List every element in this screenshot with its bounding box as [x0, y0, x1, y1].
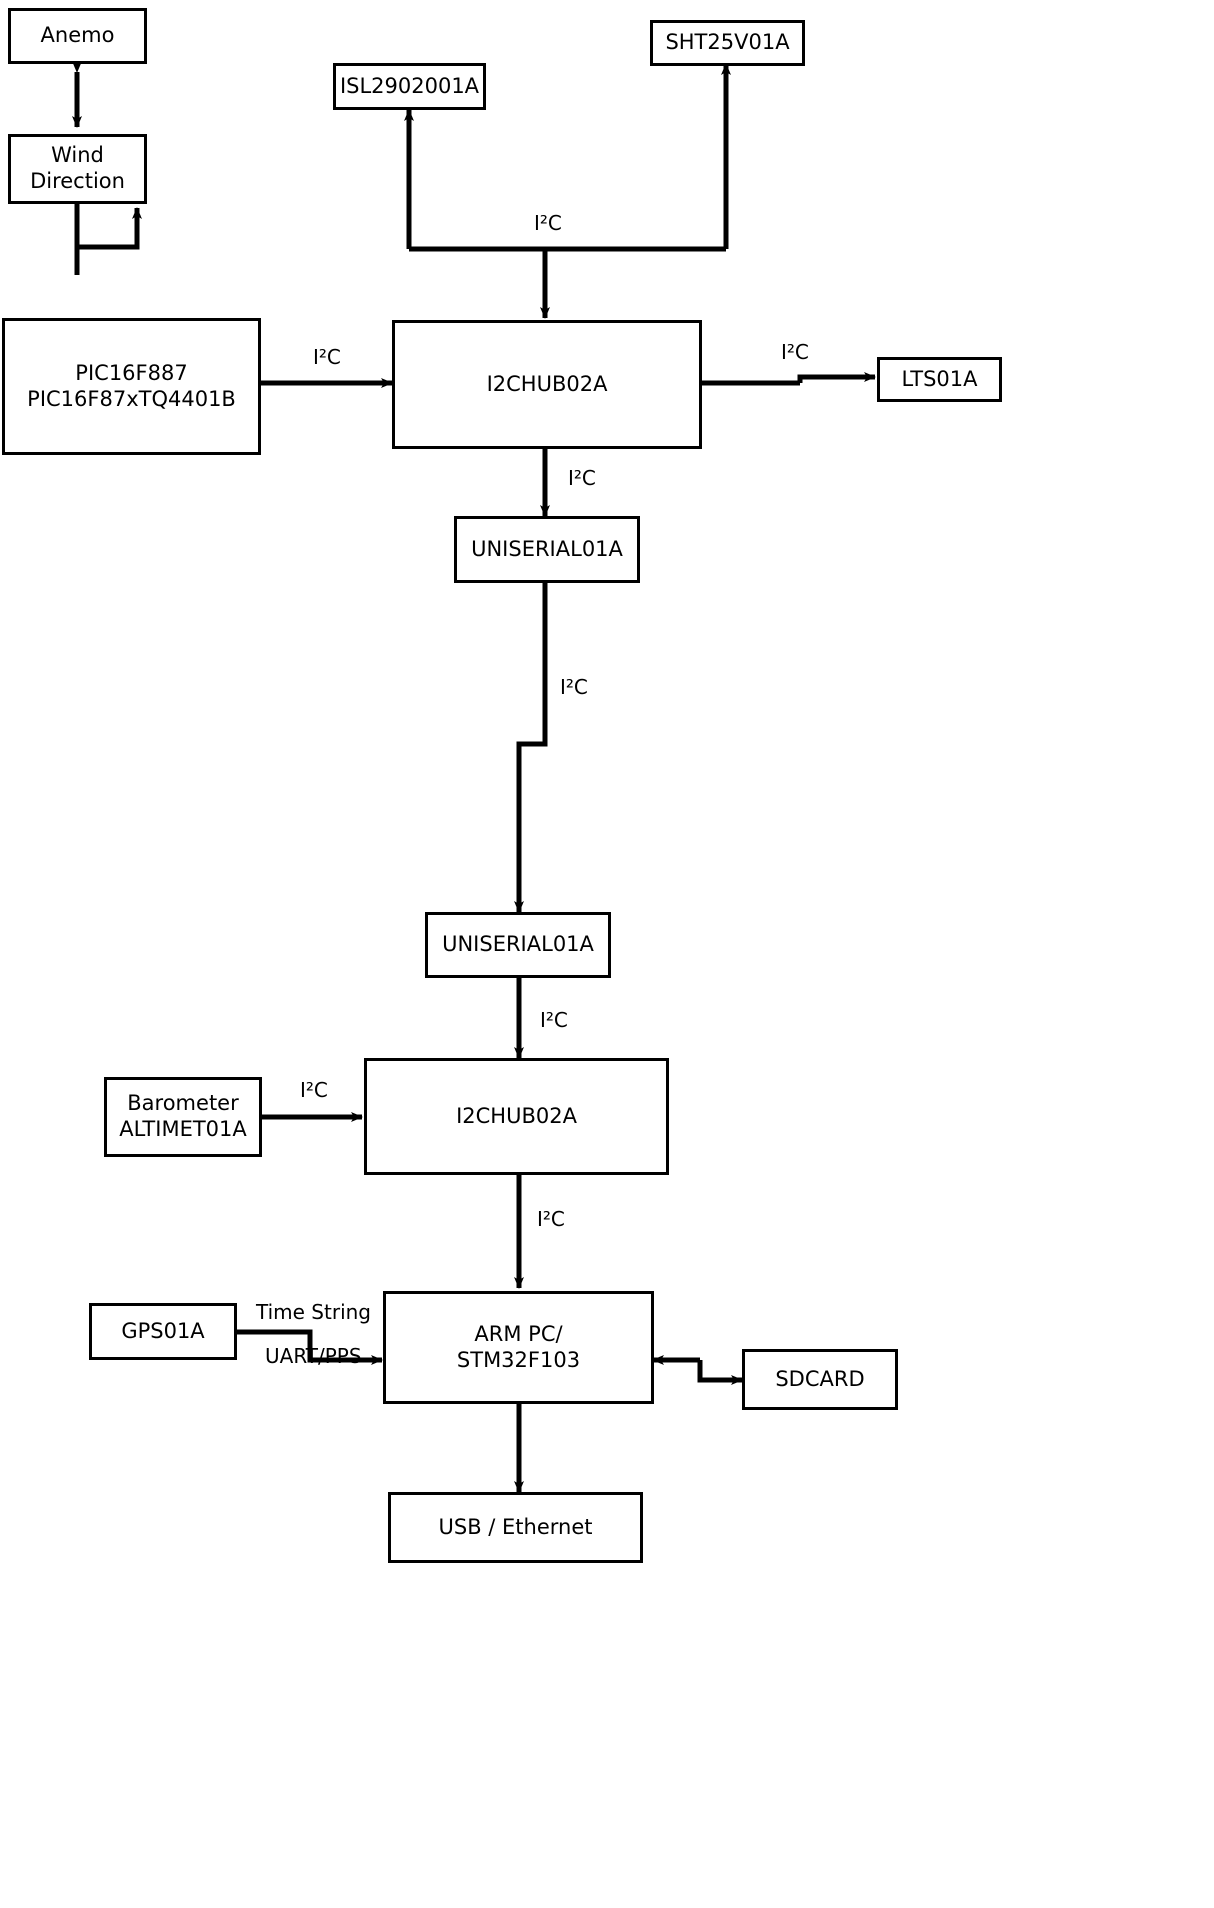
node-uniserial01a-top[interactable]: UNISERIAL01A [454, 516, 640, 583]
edge-label-pic-hub-i2c: I²C [313, 345, 341, 369]
node-gps-label: GPS01A [121, 1318, 205, 1343]
node-usb-ethernet-label: USB / Ethernet [438, 1514, 593, 1539]
node-lts01a[interactable]: LTS01A [877, 357, 1002, 402]
node-lts-label: LTS01A [901, 366, 978, 391]
node-isl-label: ISL2902001A [339, 73, 480, 98]
node-pic-label: PIC16F887 PIC16F87xTQ4401B [27, 360, 236, 411]
node-sht25v01a[interactable]: SHT25V01A [650, 20, 805, 66]
edge-label-gps-time-string: Time String [256, 1300, 371, 1324]
node-i2chub02a-bottom[interactable]: I2CHUB02A [364, 1058, 669, 1175]
wire-pic-to-wind-direction [74, 207, 143, 275]
edge-label-uniserial-link-i2c: I²C [560, 675, 588, 699]
node-uniserial-bottom-label: UNISERIAL01A [442, 932, 594, 957]
node-hub-top-label: I2CHUB02A [486, 371, 608, 396]
node-wind-direction-label: Wind Direction [30, 143, 125, 193]
node-sht-label: SHT25V01A [665, 30, 790, 55]
node-anemo[interactable]: Anemo [8, 8, 147, 64]
edge-label-hub-uniserial-i2c: I²C [568, 466, 596, 490]
edge-label-hub-arm-i2c: I²C [537, 1207, 565, 1231]
node-gps01a[interactable]: GPS01A [89, 1303, 237, 1360]
node-anemo-label: Anemo [40, 23, 115, 48]
node-uniserial-top-label: UNISERIAL01A [471, 536, 623, 561]
wire-hub-top-lts [691, 372, 876, 389]
node-arm-pc-label: ARM PC/ STM32F103 [456, 1321, 581, 1372]
wire-arm-pc-sdcard [652, 1354, 743, 1386]
node-wind-direction[interactable]: Wind Direction [8, 134, 147, 204]
edge-label-hub-lts-i2c: I²C [781, 340, 809, 364]
node-i2chub02a-top[interactable]: I2CHUB02A [392, 320, 702, 449]
node-isl2902001a[interactable]: ISL2902001A [333, 63, 486, 110]
wire-uniserial-top-to-bottom [513, 572, 550, 913]
node-barometer-altimet01a[interactable]: Barometer ALTIMET01A [104, 1077, 262, 1157]
node-arm-pc-stm32f103[interactable]: ARM PC/ STM32F103 [383, 1291, 654, 1404]
node-pic-microcontroller[interactable]: PIC16F887 PIC16F87xTQ4401B [2, 318, 261, 455]
edge-label-bus-top-i2c: I²C [534, 211, 562, 235]
node-hub-bottom-label: I2CHUB02A [456, 1103, 577, 1128]
edge-label-barometer-hub-i2c: I²C [300, 1078, 328, 1102]
edge-label-gps-uart-pps: UART/PPS [265, 1344, 362, 1368]
node-usb-ethernet[interactable]: USB / Ethernet [388, 1492, 643, 1563]
edge-label-uniserial-hub-bottom-i2c: I²C [540, 1008, 568, 1032]
node-uniserial01a-bottom[interactable]: UNISERIAL01A [425, 912, 611, 978]
node-sdcard[interactable]: SDCARD [742, 1349, 898, 1410]
node-sdcard-label: SDCARD [775, 1366, 865, 1391]
node-barometer-label: Barometer ALTIMET01A [119, 1091, 247, 1141]
